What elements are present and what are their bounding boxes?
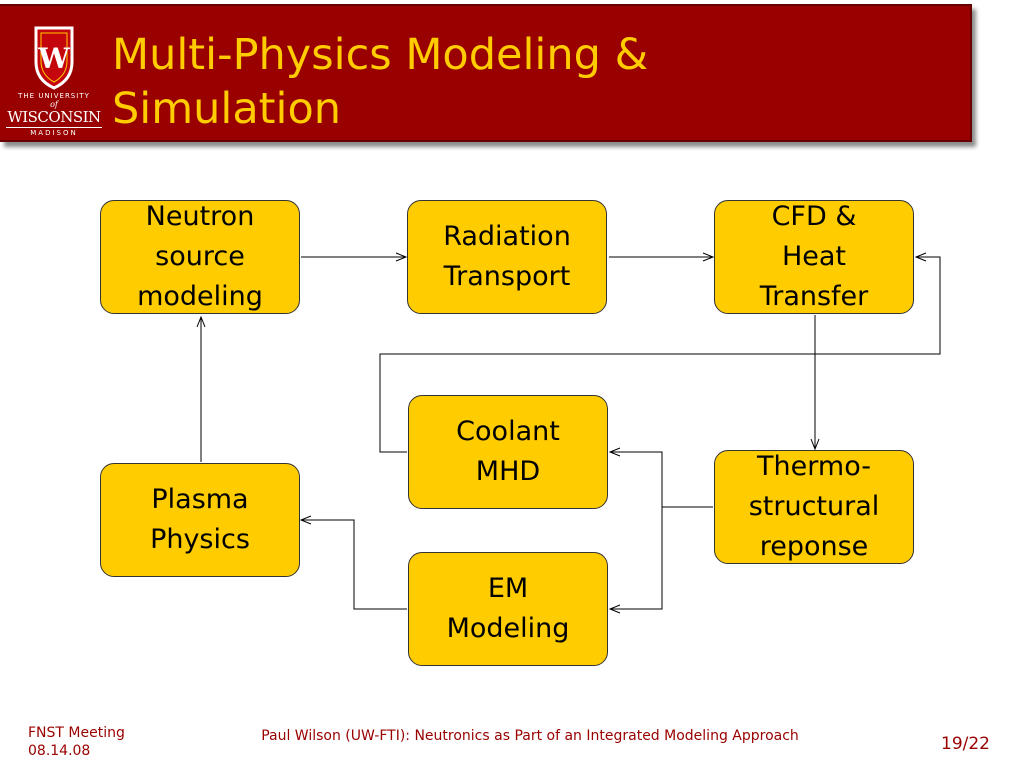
uw-crest-icon: W [34,26,74,90]
node-plasma-physics: Plasma Physics [100,463,300,577]
node-radiation-transport: Radiation Transport [407,200,607,314]
logo-line-top: THE UNIVERSITY [18,92,90,100]
uw-madison-logo: W THE UNIVERSITY of WISCONSIN MADISON [0,24,108,140]
edge-em-to-plasma [301,520,407,610]
edge-thermo-to-coolant [610,452,713,508]
slide-title: Multi-Physics Modeling & Simulation [112,30,649,134]
page-number: 19/22 [941,734,990,754]
logo-line-bottom: MADISON [30,129,78,137]
logo-divider [6,127,102,128]
node-coolant-mhd: Coolant MHD [408,395,608,509]
footer-event: FNST Meeting 08.14.08 [28,725,125,759]
node-cfd-heat-transfer: CFD & Heat Transfer [714,200,914,314]
footer-presenter: Paul Wilson (UW-FTI): Neutronics as Part… [261,728,799,744]
edge-coolant-to-cfd [379,257,941,453]
edge-thermo-to-em [610,507,663,609]
svg-text:W: W [37,42,70,75]
node-neutron-source-modeling: Neutron source modeling [100,200,300,314]
logo-name: WISCONSIN [7,108,101,126]
title-bar: W THE UNIVERSITY of WISCONSIN MADISON Mu… [0,4,972,142]
node-thermo-structural-reponse: Thermo- structural reponse [714,450,914,564]
node-em-modeling: EM Modeling [408,552,608,666]
logo-line-of: of [50,100,58,109]
